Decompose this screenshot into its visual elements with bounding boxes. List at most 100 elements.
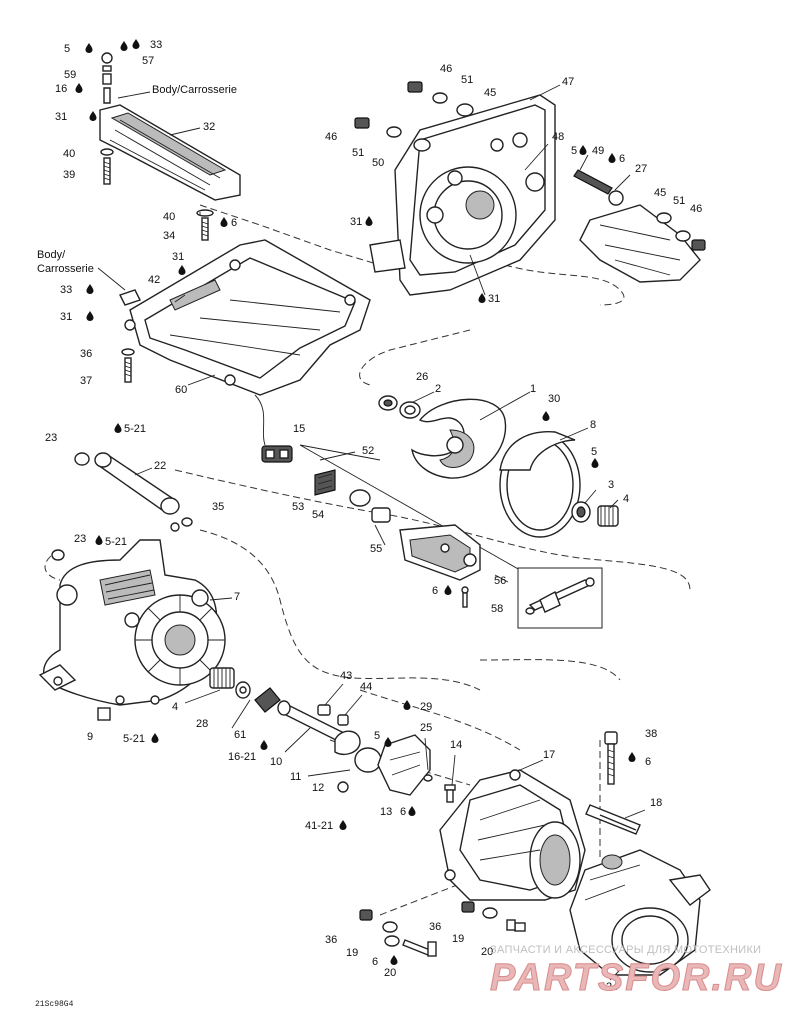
callout-11: 11 (290, 771, 301, 783)
callout-25: 25 (420, 722, 432, 734)
callout-leader-lines (97, 84, 646, 981)
venturi-17 (439, 769, 586, 932)
drop-icon (403, 700, 411, 710)
callout-4: 4 (623, 493, 629, 505)
body-bracket-32 (99, 52, 241, 241)
drop-icon (120, 41, 128, 51)
body-label-top: Body/Carrosserie (152, 84, 237, 96)
drop-icon (390, 955, 398, 965)
callout-61: 61 (234, 729, 246, 741)
callout-23: 23 (45, 432, 57, 444)
watermark-tagline: ЗАПЧАСТИ И АКСЕССУАРЫ ДЛЯ МОТОТЕХНИКИ (490, 944, 761, 956)
drop-icon (86, 311, 94, 321)
callout-41-21: 41-21 (305, 820, 333, 832)
callout-22: 22 (154, 460, 166, 472)
callout-8: 8 (590, 419, 596, 431)
callout-12: 12 (312, 782, 324, 794)
drop-icon (85, 43, 93, 53)
drop-icon (384, 737, 392, 747)
callout-31: 31 (488, 293, 500, 305)
callout-29: 29 (420, 701, 432, 713)
body-label-left-2: Carrosserie (37, 263, 94, 275)
ride-plate-support-60 (119, 239, 371, 396)
callout-60: 60 (175, 384, 187, 396)
watermark: ЗАПЧАСТИ И АКСЕССУАРЫ ДЛЯ МОТОТЕХНИКИ PA… (490, 944, 782, 1000)
callout-26: 26 (416, 371, 428, 383)
detail-box-56 (517, 567, 603, 629)
callout-42: 42 (148, 274, 160, 286)
callout-31: 31 (172, 251, 184, 263)
callout-16-21: 16-21 (228, 751, 256, 763)
callout-15: 15 (293, 423, 305, 435)
callout-51: 51 (461, 74, 473, 86)
drop-icon (260, 740, 268, 750)
callout-46: 46 (440, 63, 452, 75)
drop-icon (89, 111, 97, 121)
callout-31: 31 (350, 216, 362, 228)
callout-53: 53 (292, 501, 304, 513)
callout-2: 2 (435, 383, 441, 395)
callout-6: 6 (619, 153, 625, 165)
figure-code: 21Sc98G4 (35, 1000, 74, 1009)
callout-5-21: 5-21 (124, 423, 146, 435)
drop-icon (628, 752, 636, 762)
callout-32: 32 (203, 121, 215, 133)
callout-1: 1 (530, 383, 536, 395)
callout-14: 14 (450, 739, 462, 751)
callout-47: 47 (562, 76, 574, 88)
callout-40: 40 (163, 211, 175, 223)
callout-58: 58 (491, 603, 503, 615)
callout-17: 17 (543, 749, 555, 761)
callout-5: 5 (571, 145, 577, 157)
callout-48: 48 (552, 131, 564, 143)
drop-icon (579, 145, 587, 155)
callout-49: 49 (592, 145, 604, 157)
pump-support-housing-47 (354, 81, 706, 296)
callout-30: 30 (548, 393, 560, 405)
callout-43: 43 (340, 670, 352, 682)
callout-4: 4 (172, 701, 178, 713)
callout-23: 23 (74, 533, 86, 545)
drop-icon (178, 265, 186, 275)
callout-28: 28 (196, 718, 208, 730)
callout-33: 33 (60, 284, 72, 296)
callout-24: 24 (606, 981, 618, 993)
callout-6: 6 (645, 756, 651, 768)
drop-icon (95, 535, 103, 545)
body-label-left-1: Body/ (37, 249, 66, 261)
callout-45: 45 (654, 187, 666, 199)
callout-numbers: 5 33 57 59 16 31 32 40 39 40 34 6 46 51 … (45, 39, 702, 993)
callout-45: 45 (484, 87, 496, 99)
callout-31: 31 (60, 311, 72, 323)
callout-44: 44 (360, 681, 372, 693)
drop-icon (542, 411, 550, 421)
callout-34: 34 (163, 230, 175, 242)
callout-39: 39 (63, 169, 75, 181)
callout-5-21: 5-21 (123, 733, 145, 745)
callout-37: 37 (80, 375, 92, 387)
shaft-parts-group (209, 667, 382, 793)
callout-6: 6 (432, 585, 438, 597)
callout-46: 46 (690, 203, 702, 215)
drop-icon (75, 83, 83, 93)
body-labels: Body/Carrosserie Body/ Carrosserie 21Sc9… (35, 84, 237, 1009)
lower-fasteners (359, 901, 498, 957)
cover-13 (377, 734, 456, 803)
drop-icon (444, 585, 452, 595)
callout-35: 35 (212, 501, 224, 513)
callout-51: 51 (352, 147, 364, 159)
callout-55: 55 (370, 543, 382, 555)
callout-36: 36 (80, 348, 92, 360)
callout-27: 27 (635, 163, 647, 175)
callout-3: 3 (608, 479, 614, 491)
drop-icon (365, 216, 373, 226)
callout-36: 36 (429, 921, 441, 933)
callout-5: 5 (591, 446, 597, 458)
drop-icon (608, 153, 616, 163)
assembly-dashed-lines (44, 204, 691, 916)
callout-20: 20 (481, 946, 493, 958)
drop-icon (591, 458, 599, 468)
drop-icon (114, 423, 122, 433)
callout-57: 57 (142, 55, 154, 67)
callout-7: 7 (234, 591, 240, 603)
